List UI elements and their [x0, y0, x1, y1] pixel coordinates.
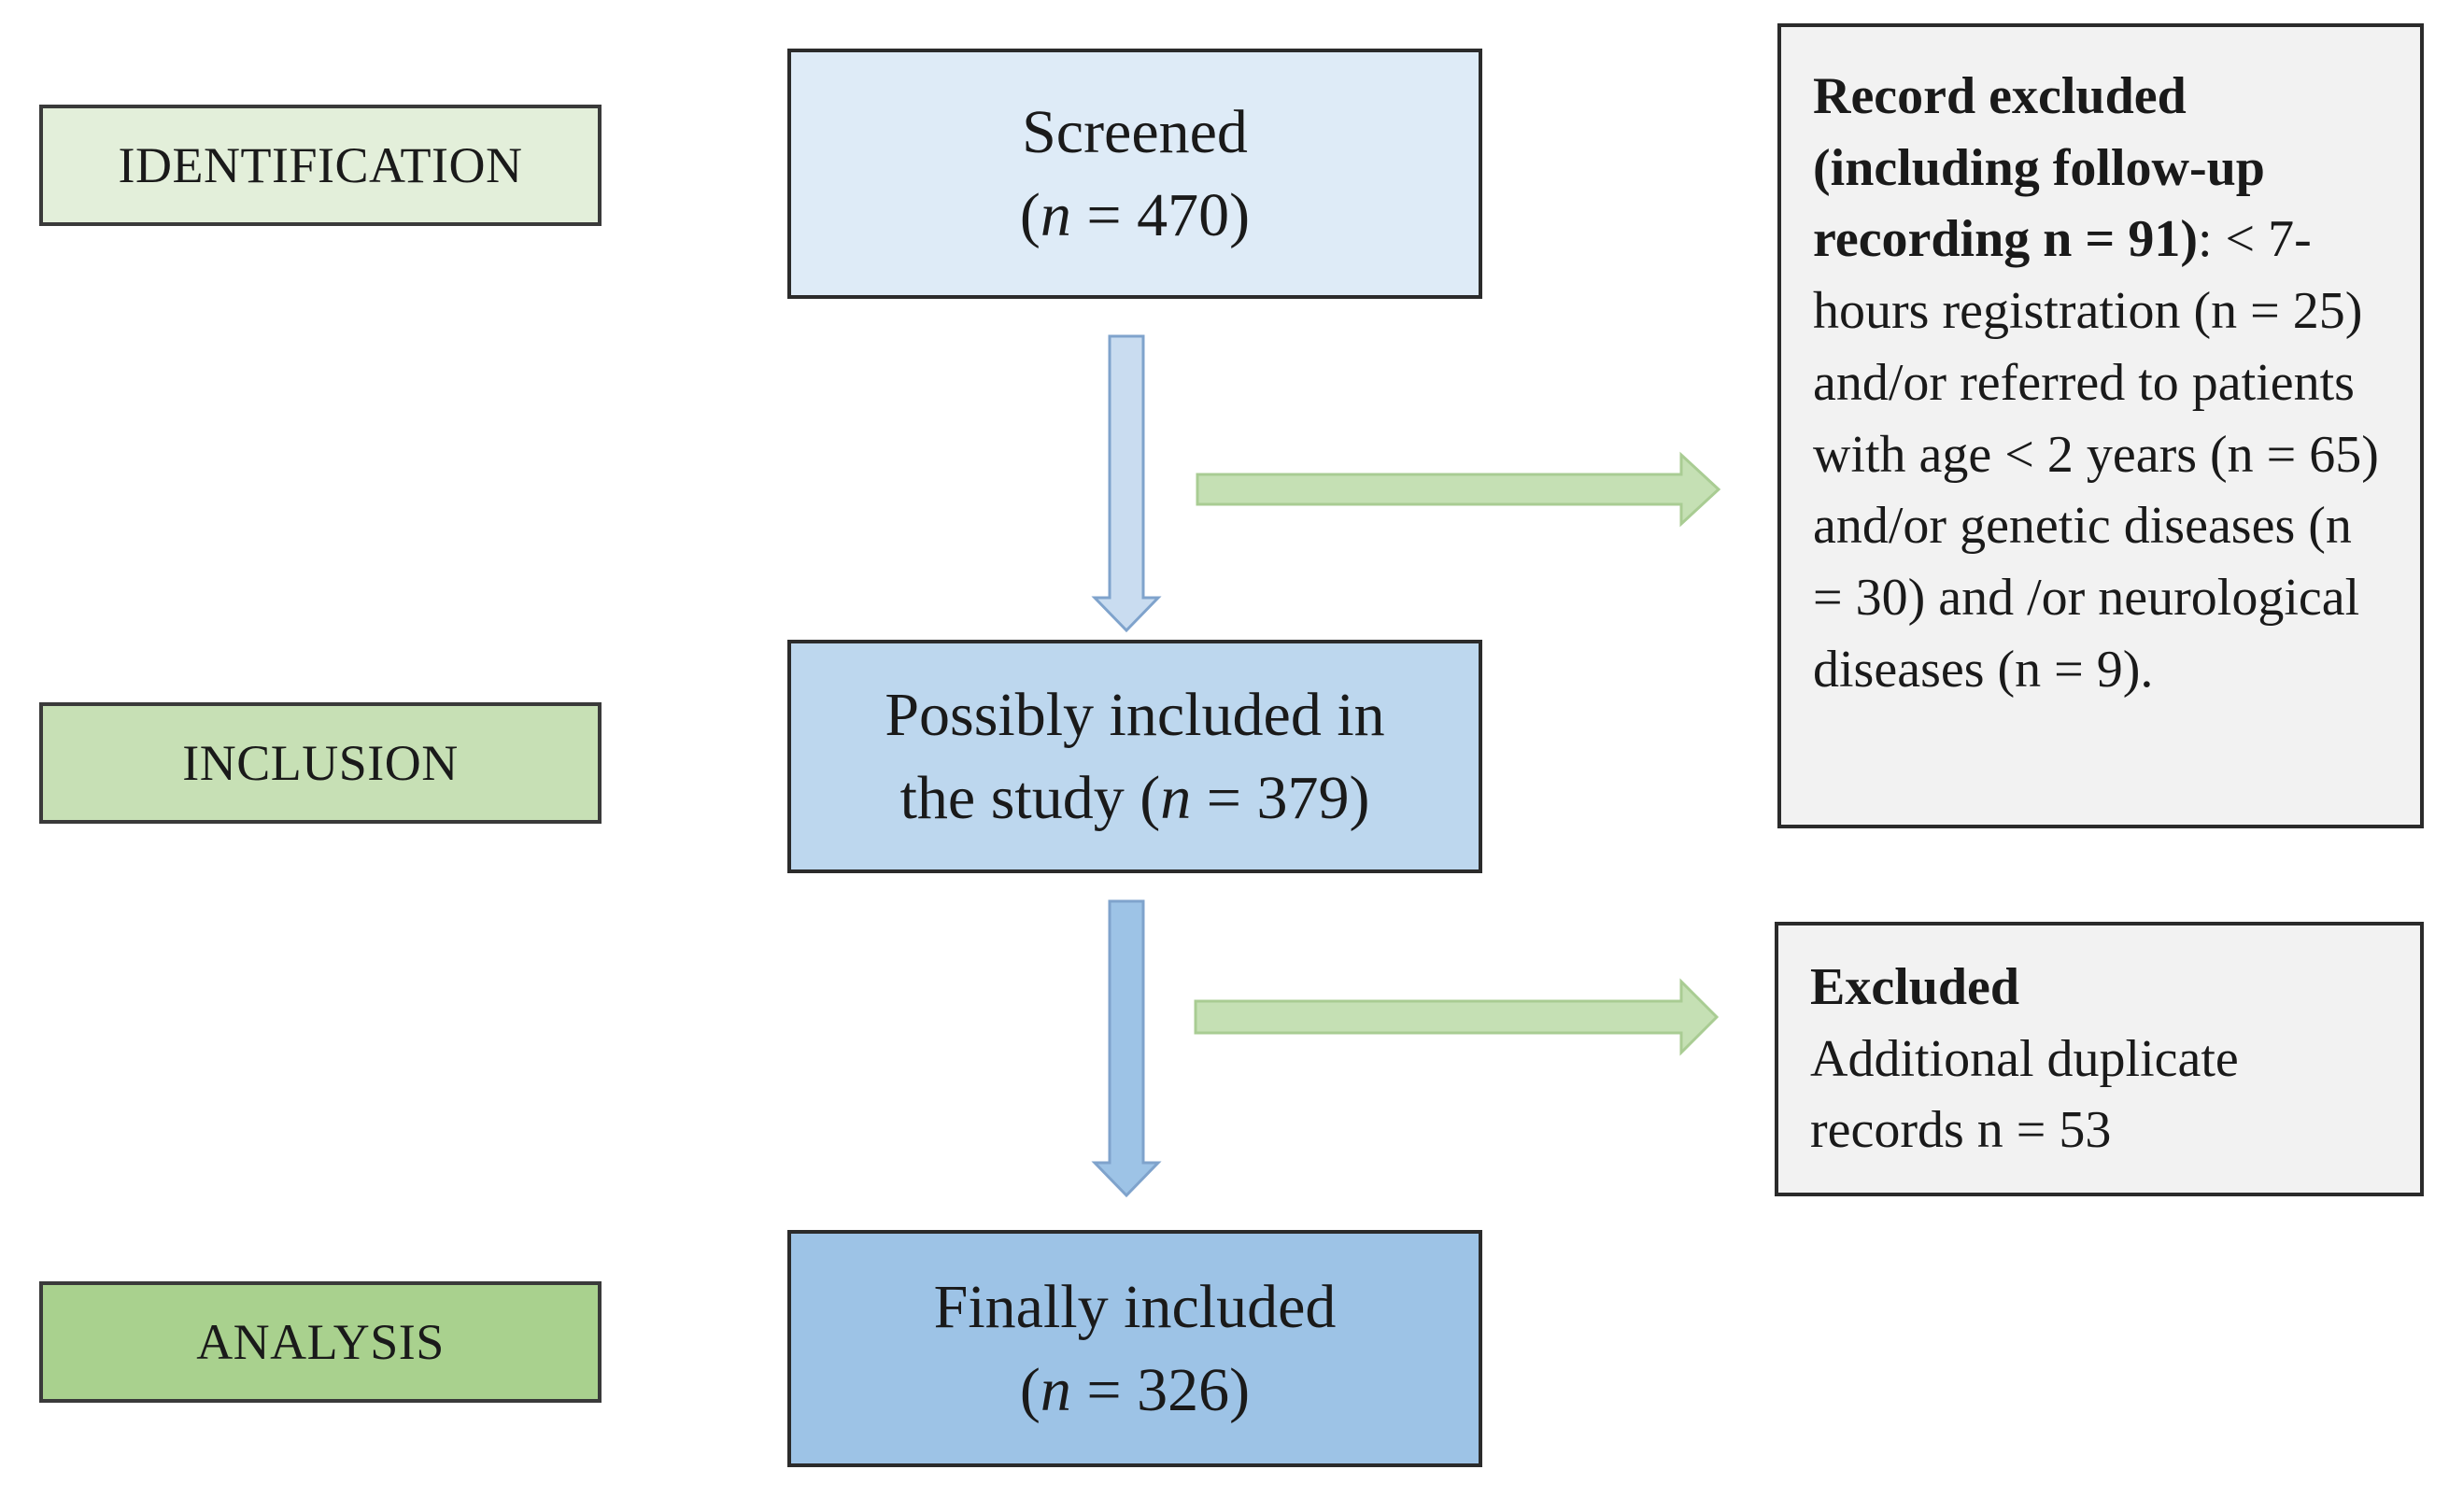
duplicate-excluded-box: Excluded Additional duplicate records n … [1775, 922, 2424, 1196]
duplicate-excluded-details: Additional duplicate records n = 53 [1810, 1029, 2239, 1160]
phase-label-inclusion: INCLUSION [39, 702, 602, 824]
down-arrow-1 [1091, 334, 1162, 633]
record-excluded-title: Record excluded (including follow-up rec… [1813, 67, 2265, 269]
screened-count-open: ( [1019, 181, 1040, 249]
finally-included-value: = 326) [1070, 1356, 1251, 1424]
down-arrow-2 [1091, 899, 1162, 1198]
finally-included-title: Finally included [933, 1272, 1337, 1341]
finally-included-count: (n = 326) [1020, 1349, 1250, 1432]
finally-included-box: Finally included (n = 326) [787, 1230, 1482, 1467]
finally-included-count-open: ( [1019, 1356, 1040, 1424]
right-arrow-1 [1196, 451, 1721, 528]
record-excluded-colon: : [2197, 210, 2213, 269]
record-excluded-details: < 7-hours registration (n = 25) and/or r… [1813, 210, 2379, 699]
phase-label-inclusion-text: INCLUSION [182, 735, 459, 791]
phase-label-identification: IDENTIFICATION [39, 105, 602, 226]
possibly-included-prefix: the study ( [899, 764, 1161, 832]
possibly-included-title: Possibly included in [885, 680, 1385, 749]
screened-title: Screened [1022, 97, 1248, 166]
finally-included-n: n [1040, 1356, 1071, 1424]
phase-label-analysis-text: ANALYSIS [196, 1314, 445, 1370]
possibly-included-n: n [1160, 764, 1192, 832]
screened-count: (n = 470) [1020, 174, 1250, 257]
right-arrow-2 [1194, 978, 1720, 1056]
possibly-included-count: the study (n = 379) [900, 756, 1370, 840]
screened-box: Screened (n = 470) [787, 49, 1482, 299]
possibly-included-box: Possibly included in the study (n = 379) [787, 640, 1482, 873]
record-excluded-content: Record excluded (including follow-up rec… [1813, 61, 2388, 705]
phase-label-identification-text: IDENTIFICATION [118, 137, 523, 193]
possibly-included-value: = 379) [1191, 764, 1370, 832]
phase-label-analysis: ANALYSIS [39, 1281, 602, 1403]
record-excluded-box: Record excluded (including follow-up rec… [1777, 23, 2424, 828]
screened-count-n: n [1040, 181, 1071, 249]
duplicate-excluded-title: Excluded [1810, 958, 2020, 1016]
screened-count-value: = 470) [1070, 181, 1251, 249]
